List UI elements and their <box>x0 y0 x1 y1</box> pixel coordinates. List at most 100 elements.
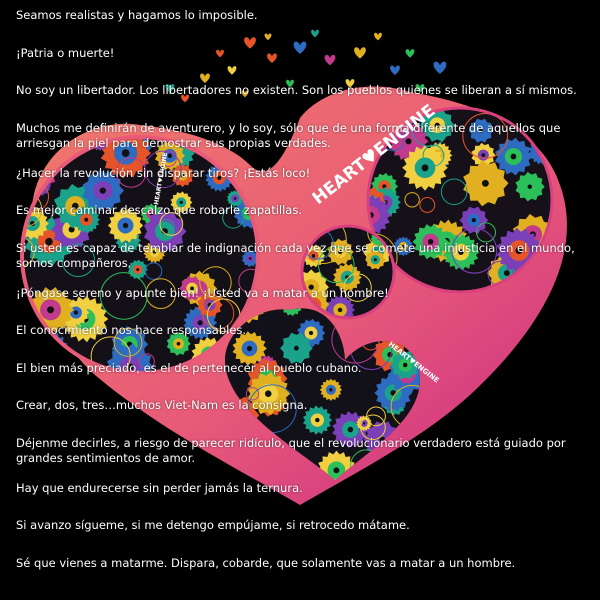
floating-heart <box>390 65 400 75</box>
quote-line: ¿Hacer la revolución sin disparar tiros?… <box>16 165 311 180</box>
wire-loop <box>404 192 420 208</box>
gear-axle <box>122 222 129 229</box>
quote-line: Si usted es capaz de temblar de indignac… <box>16 240 575 270</box>
wire-loop <box>99 272 148 320</box>
wire-loop <box>160 150 177 167</box>
floating-heart <box>264 33 272 41</box>
quote-line: Hay que endurecerse sin perder jamás la … <box>16 480 303 495</box>
gear-axle <box>402 362 408 368</box>
quote-line: El bien más preciado, es el de pertenece… <box>16 360 362 375</box>
wire-loop <box>145 278 177 309</box>
gear-axle <box>329 388 333 392</box>
gear-axle <box>308 284 314 290</box>
wire-loop <box>462 112 509 159</box>
gear-axle <box>315 417 320 423</box>
gear-axle <box>47 306 55 314</box>
floating-heart <box>241 90 249 98</box>
gear-axle <box>405 138 412 145</box>
gear-axle <box>45 237 53 246</box>
gear-axle <box>233 197 237 200</box>
gear-axle <box>167 153 173 159</box>
wire-loop <box>367 226 394 247</box>
wire-loop <box>302 226 347 264</box>
quote-list: Seamos realistas y hagamos lo imposible.… <box>16 8 588 593</box>
gear-axle <box>217 175 222 180</box>
gear-axle <box>427 238 434 245</box>
quote-line: Muchos me definirán de aventurero, y lo … <box>16 120 561 150</box>
gear-axle <box>179 200 183 205</box>
wire-loop <box>360 414 386 441</box>
gear-axle <box>308 330 314 336</box>
floating-heart <box>293 41 307 54</box>
gear-axle <box>481 153 486 157</box>
gear-axle <box>197 320 203 326</box>
gear-axle <box>401 244 405 248</box>
wire-loop <box>476 222 497 243</box>
gear-axle <box>434 122 440 128</box>
wire-loop <box>115 157 147 188</box>
wire-loop <box>138 353 155 370</box>
gear-axle <box>73 310 78 315</box>
gear-axle <box>152 250 157 254</box>
gear-axle <box>373 258 377 262</box>
floating-heart <box>286 79 294 88</box>
gear-axle <box>337 307 343 313</box>
floating-heart <box>324 54 336 66</box>
quote-line: Seamos realistas y hagamos lo imposible. <box>16 8 258 22</box>
wire-loop <box>199 266 232 299</box>
gear-axle <box>421 164 429 172</box>
wire-loop <box>144 262 163 280</box>
wire-loop <box>451 228 498 274</box>
wire-loop <box>317 246 355 284</box>
wire-loop <box>222 206 245 229</box>
floating-heart <box>311 29 319 38</box>
gear-window-right <box>368 108 552 292</box>
gear-axle <box>176 341 181 346</box>
floating-heart <box>165 84 175 93</box>
gear-axle <box>362 422 366 425</box>
gear-axle <box>246 345 253 352</box>
quote-line: Si avanzo sígueme, si me detengo empújam… <box>16 518 410 532</box>
gear-window-middle-rim <box>300 224 396 320</box>
gear-axle <box>84 217 89 222</box>
gear-shape <box>281 308 303 317</box>
gear-axle <box>347 426 354 433</box>
gear-axle <box>527 184 533 189</box>
floating-heart <box>374 32 382 41</box>
quote-line: ¡Patria o muerte! <box>16 45 115 60</box>
gear-axle <box>503 270 510 277</box>
wire-loop <box>159 212 184 236</box>
gear-axle <box>338 249 343 255</box>
gear-axle <box>481 179 489 187</box>
gear-axle <box>515 247 523 254</box>
wire-loop <box>422 144 445 167</box>
floating-heart <box>216 49 224 58</box>
quote-line: Es mejor caminar descalzo que robarle za… <box>16 203 303 217</box>
gear-axle <box>136 268 140 272</box>
wire-loop <box>113 327 143 357</box>
gear-axle <box>248 257 252 260</box>
quote-line: Crear, dos, tres…muchos Viet-Nam es la c… <box>16 398 308 412</box>
gear-axle <box>293 345 299 351</box>
gear-axle <box>311 254 316 258</box>
gear-axle <box>264 390 272 397</box>
gear-window-right-rim <box>366 106 554 294</box>
floating-heart <box>354 47 366 59</box>
gear-axle <box>99 187 106 194</box>
floating-heart <box>345 79 355 88</box>
gear-axle <box>471 218 476 223</box>
floating-heart <box>244 37 256 49</box>
quote-line: Sé que vienes a matarme. Dispara, cobard… <box>16 555 516 570</box>
gear-axle <box>190 286 194 291</box>
wire-loop <box>419 197 436 213</box>
floating-heart <box>267 53 277 63</box>
gear-axle <box>68 226 75 233</box>
floating-heart <box>227 66 237 75</box>
quote-line: Déjenme decirles, a riesgo de parecer ri… <box>16 435 566 465</box>
floating-heart <box>415 84 425 93</box>
floating-heart <box>181 94 189 103</box>
gear-axle <box>458 249 464 255</box>
wire-loop <box>440 178 468 206</box>
quote-line: ¡Póngase sereno y apunte bien! ¡Usted va… <box>16 285 389 300</box>
